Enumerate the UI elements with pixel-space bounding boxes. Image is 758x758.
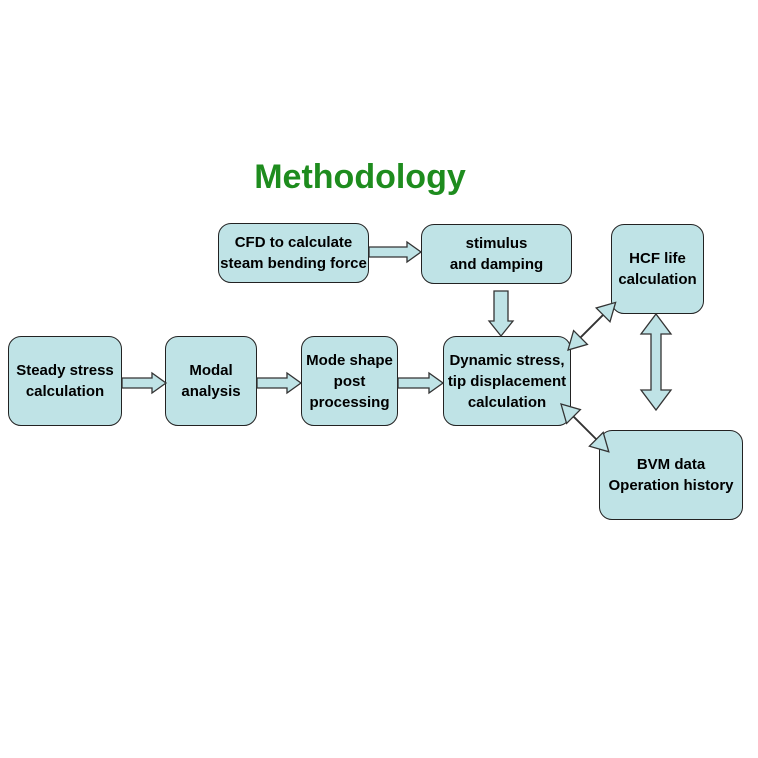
dynamic-stress-box: Dynamic stress, tip displacement calcula…: [443, 336, 571, 426]
arrow-dynamic-bvm: [560, 403, 610, 453]
steady-stress-box: Steady stress calculation: [8, 336, 122, 426]
bvm-data-label: BVM data Operation history: [608, 456, 734, 494]
modal-analysis-box: Modal analysis: [165, 336, 257, 426]
mode-shape-label: Mode shape post processing: [306, 351, 393, 411]
arrow-steady-to-modal: [121, 371, 168, 395]
modal-analysis-label: Modal analysis: [181, 362, 241, 400]
cfd-label: CFD to calculate steam bending force: [220, 234, 367, 272]
hcf-life-label: HCF life calculation: [618, 250, 697, 288]
arrow-modal-to-modeshape: [256, 371, 303, 395]
cfd-box: CFD to calculate steam bending force: [218, 223, 369, 283]
hcf-life-box: HCF life calculation: [611, 224, 704, 314]
arrow-modeshape-to-dynamic: [397, 371, 445, 395]
stimulus-box: stimulus and damping: [421, 224, 572, 284]
bvm-data-box: BVM data Operation history: [599, 430, 743, 520]
steady-stress-label: Steady stress calculation: [16, 362, 114, 400]
stimulus-label: stimulus and damping: [449, 235, 544, 273]
arrow-stimulus-to-dynamic: [487, 290, 515, 338]
dynamic-stress-label: Dynamic stress, tip displacement calcula…: [447, 351, 567, 411]
arrow-hcf-bvm: [639, 312, 673, 412]
mode-shape-box: Mode shape post processing: [301, 336, 398, 426]
arrow-cfd-to-stimulus: [368, 240, 423, 264]
arrow-dynamic-hcf: [567, 301, 617, 351]
page-title: Methodology: [254, 158, 466, 196]
